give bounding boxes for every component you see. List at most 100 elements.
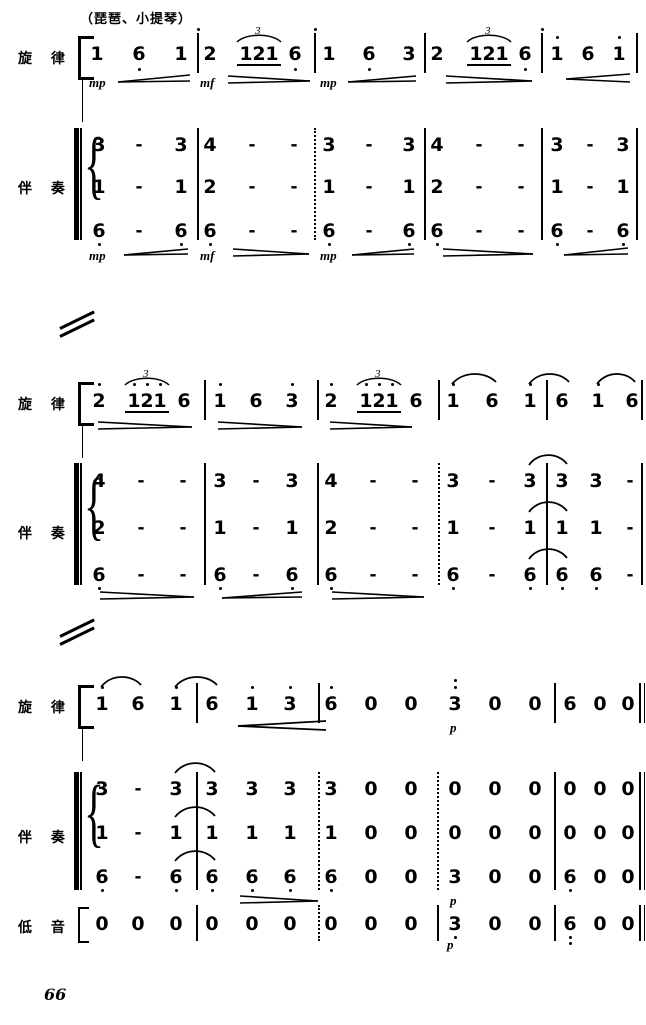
octave-dot-above [196,28,200,31]
octave-dot-below [560,587,564,590]
barline [438,380,440,420]
diminuendo-hairpin [442,247,535,257]
sustain-dash: - [626,471,634,491]
octave-dot-below [453,936,457,939]
sustain-dash: - [252,518,260,538]
note: 3 [245,778,259,800]
slur [174,804,216,818]
note: 0 [593,913,607,935]
note: 0 [621,778,635,800]
note: 0 [404,778,418,800]
octave-dot-above [100,686,104,689]
barline [196,905,198,941]
note: 1 [127,390,141,412]
note: 3 [213,470,227,492]
note: 0 [404,693,418,715]
note: 6 [131,693,145,715]
note: 1 [239,43,253,65]
octave-dot-above [377,383,381,386]
slur [528,546,568,560]
octave-dot-below [407,243,411,246]
octave-dot-above [158,383,162,386]
note: 3 [448,866,462,888]
note: 1 [285,517,299,539]
system-bracket-1 [78,36,94,80]
sustain-dash: - [369,565,377,585]
triplet-number: 3 [255,25,261,37]
note: 0 [364,913,378,935]
slur [528,499,568,513]
sustain-dash: - [586,177,594,197]
accompaniment-brace-1: { [84,123,105,207]
note: 3 [448,913,462,935]
note: 0 [621,693,635,715]
diminuendo-hairpin [99,590,196,600]
caesura-mark-1 [59,305,108,338]
octave-dot-below [293,68,297,71]
sustain-dash: - [134,867,142,887]
note: 1 [322,176,336,198]
system-connector-3 [82,727,83,761]
note: 6 [555,564,569,586]
note: 1 [169,822,183,844]
sustain-dash: - [488,565,496,585]
octave-dot-below [329,587,333,590]
note: 0 [448,778,462,800]
octave-dot-below [568,889,572,892]
staff-label-accompaniment-3: 伴 奏 [18,830,72,846]
note: 0 [448,822,462,844]
barline [546,380,548,420]
dynamic-mp: mp [320,75,337,90]
crescendo-hairpin [221,590,304,600]
final-barline-thin [644,905,645,941]
dynamic-mf: mf [200,248,215,263]
octave-dot-below [208,243,212,246]
note: 0 [528,822,542,844]
note: 3 [92,134,106,156]
note: 1 [205,822,219,844]
note: 3 [555,470,569,492]
octave-dot-above [390,383,394,386]
octave-dot-below [451,587,455,590]
note: 6 [324,866,338,888]
note: 1 [169,693,183,715]
note: 6 [362,43,376,65]
slur [100,674,142,688]
note: 1 [174,176,188,198]
note: 0 [205,913,219,935]
note: 0 [528,866,542,888]
note: 0 [593,822,607,844]
accompaniment-brace-2: { [84,464,105,548]
note: 4 [92,470,106,492]
note: 0 [95,913,109,935]
dynamic-p: p [447,937,454,952]
dynamic-mp: mp [89,75,106,90]
octave-dot-above [329,686,333,689]
barline [554,905,556,941]
final-barline-thin [644,683,645,723]
sustain-dash: - [626,565,634,585]
note: 0 [563,778,577,800]
note: 6 [288,43,302,65]
note: 6 [550,220,564,242]
accompaniment-brace-3: { [84,771,105,855]
barline [641,380,643,420]
octave-dot-below [137,68,141,71]
note: 6 [322,220,336,242]
sustain-dash: - [411,518,419,538]
barline [438,463,440,585]
note: 0 [593,693,607,715]
octave-dot-below [621,243,625,246]
note: 6 [205,866,219,888]
slur [596,371,636,385]
note: 6 [213,564,227,586]
crescendo-hairpin [347,74,418,84]
note: 6 [523,564,537,586]
octave-dot-below [523,68,527,71]
note: 6 [132,43,146,65]
octave-dot-below [290,587,294,590]
barline [554,772,556,890]
octave-dot-below [210,889,214,892]
note: 1 [95,822,109,844]
note: 1 [322,43,336,65]
